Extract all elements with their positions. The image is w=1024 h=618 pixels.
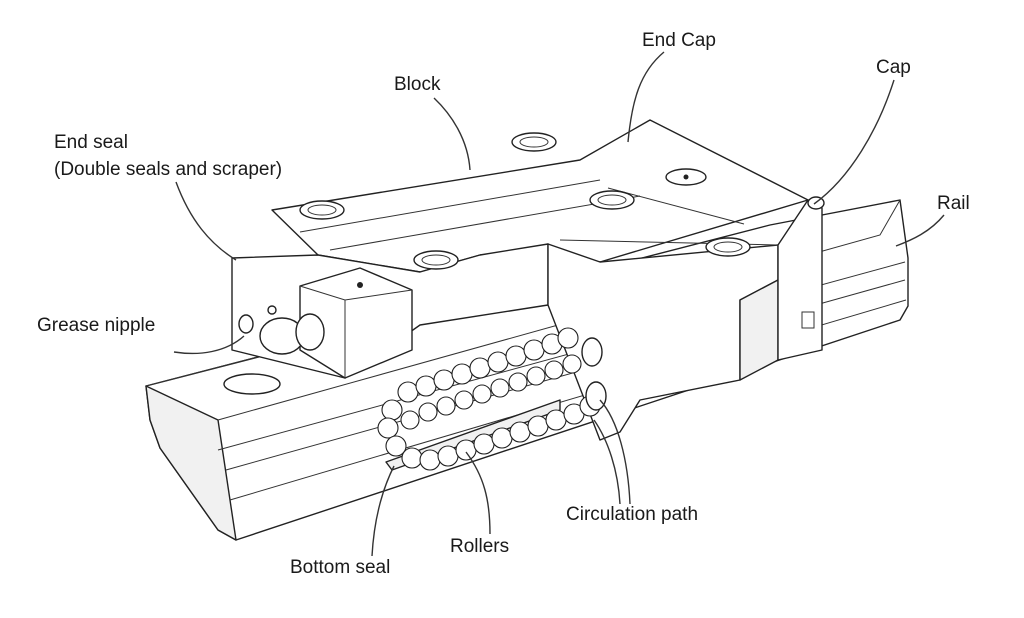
leader-end-seal bbox=[175, 181, 237, 261]
grease-nipple bbox=[238, 305, 325, 355]
label-bottom-seal: Bottom seal bbox=[290, 557, 391, 578]
label-end-seal: End seal bbox=[54, 132, 128, 153]
leader-rail bbox=[895, 214, 945, 247]
leader-lines bbox=[173, 51, 945, 557]
leader-circulation-path-2 bbox=[599, 399, 631, 505]
leader-bottom-seal bbox=[371, 465, 395, 557]
circulation-end-upper bbox=[581, 337, 603, 367]
leader-block bbox=[433, 97, 471, 171]
circulation-end-lower bbox=[585, 381, 607, 411]
label-block: Block bbox=[394, 74, 441, 95]
label-end-seal-detail: (Double seals and scraper) bbox=[54, 159, 283, 180]
label-rail: Rail bbox=[937, 193, 970, 214]
leader-grease-nipple bbox=[173, 335, 245, 355]
rail-mounting-hole bbox=[223, 373, 281, 395]
label-cap: Cap bbox=[876, 57, 911, 78]
label-rollers: Rollers bbox=[450, 536, 510, 557]
leader-rollers bbox=[465, 451, 491, 535]
label-circulation-path: Circulation path bbox=[566, 504, 699, 525]
leader-end-cap bbox=[627, 51, 665, 143]
leader-circulation-path-1 bbox=[593, 419, 621, 505]
rollers-group bbox=[377, 327, 607, 471]
leader-cap bbox=[813, 79, 895, 205]
label-end-cap: End Cap bbox=[642, 30, 716, 51]
label-grease-nipple: Grease nipple bbox=[37, 315, 156, 336]
